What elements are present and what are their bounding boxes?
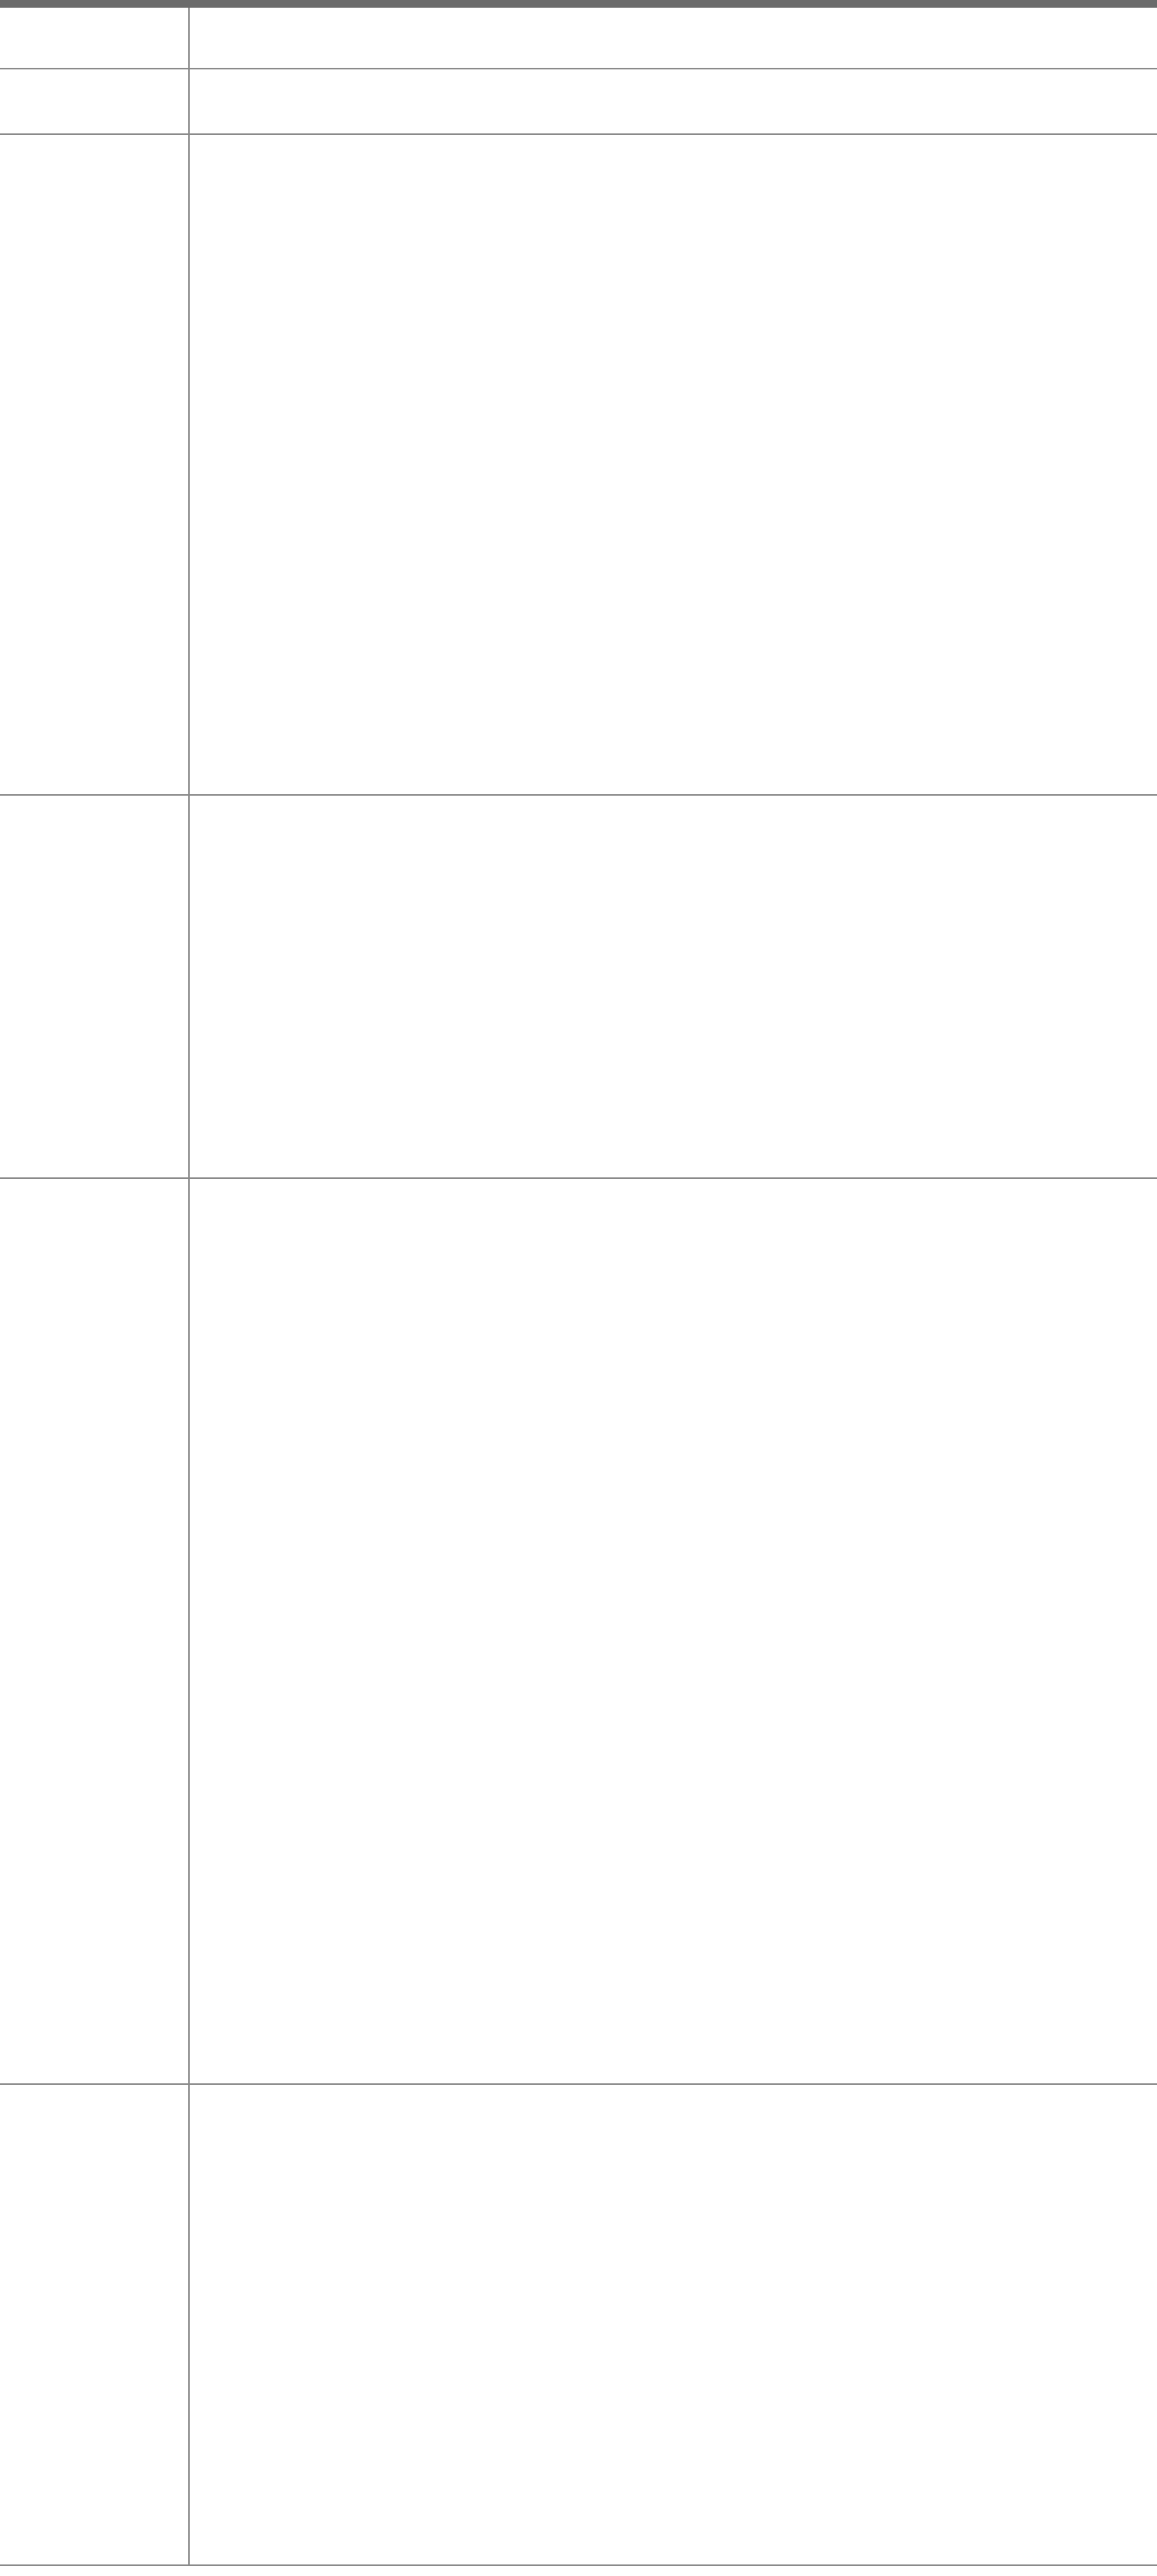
row-label-cell	[0, 8, 190, 68]
table-row	[0, 2085, 1157, 2566]
row-label-cell	[0, 135, 190, 794]
table-row	[0, 8, 1157, 69]
row-content	[191, 69, 1157, 85]
table-row	[0, 1179, 1157, 2085]
row-content-cell	[191, 135, 1157, 794]
row-label-cell	[0, 2085, 190, 2566]
row-content	[191, 2085, 1157, 2100]
row-content-cell	[191, 796, 1157, 1177]
row-label	[0, 1179, 188, 1194]
row-content	[191, 796, 1157, 811]
row-label	[0, 796, 188, 811]
row-content-cell	[191, 8, 1157, 68]
table-row	[0, 135, 1157, 796]
table-row	[0, 69, 1157, 135]
row-label	[0, 135, 188, 150]
row-content	[191, 135, 1157, 150]
row-label	[0, 69, 188, 85]
row-content	[191, 8, 1157, 23]
row-label	[0, 8, 188, 23]
two-column-table	[0, 8, 1157, 2566]
row-content-cell	[191, 1179, 1157, 2083]
row-label-cell	[0, 1179, 190, 2083]
table-row	[0, 796, 1157, 1179]
top-bar	[0, 0, 1157, 8]
row-label-cell	[0, 69, 190, 133]
row-label-cell	[0, 796, 190, 1177]
row-label	[0, 2085, 188, 2100]
row-content-cell	[191, 69, 1157, 133]
row-content-cell	[191, 2085, 1157, 2566]
row-content	[191, 1179, 1157, 1194]
